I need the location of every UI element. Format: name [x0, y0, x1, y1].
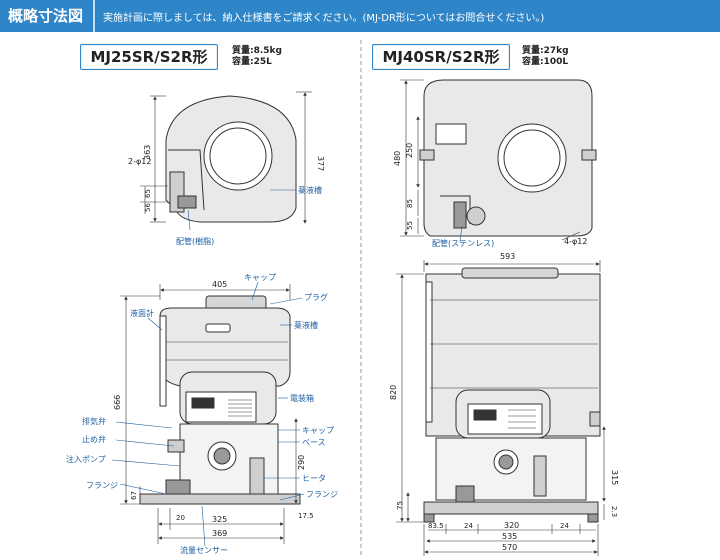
label-left-pipe: 配管(樹脂) — [176, 236, 214, 246]
dim-right-480: 480 — [393, 151, 402, 166]
dim-right-85: 85 — [406, 199, 414, 208]
dim-right-83-5: 83.5 — [428, 522, 444, 530]
dim-left-377: 377 — [316, 156, 325, 171]
dim-left-666: 666 — [113, 395, 122, 410]
header-note: 実施計画に際しましては、納入仕様書をご請求ください。(MJ-DR形についてはお問… — [103, 12, 545, 24]
dim-right-2-3: 2.3 — [610, 506, 618, 517]
label-tank-front: 薬液槽 — [294, 320, 318, 330]
dim-right-315: 315 — [610, 470, 619, 485]
label-base: ベース — [302, 438, 326, 447]
dim-left-phi: 2-φ12 — [128, 157, 151, 166]
label-electrical-box: 電装箱 — [290, 393, 314, 403]
label-stop-valve: 止め弁 — [82, 434, 106, 444]
label-cap: キャップ — [302, 426, 334, 435]
dim-right-phi: 4-φ12 — [564, 237, 587, 246]
left-front-labels: キャップ プラグ 液面計 薬液槽 電装箱 排気弁 止め弁 注入ポンプ キャップ … — [66, 273, 338, 555]
label-plug: プラグ — [304, 292, 328, 302]
dim-right-75: 75 — [396, 501, 404, 510]
dim-right-250: 250 — [405, 143, 414, 158]
dim-left-17-5: 17.5 — [298, 512, 314, 520]
dim-right-24a: 24 — [464, 522, 473, 530]
dim-right-55: 55 — [406, 221, 414, 230]
dim-left-290: 290 — [297, 455, 306, 470]
label-flow-sensor: 流量センサー — [180, 545, 228, 555]
label-cap-top: キャップ — [244, 273, 276, 282]
dim-left-67: 67 — [130, 491, 138, 500]
page-title: 概略寸法図 — [0, 0, 96, 32]
label-flange-right: フランジ — [306, 490, 338, 499]
weight-left: 質量:8.5kg — [232, 46, 282, 56]
dim-left-369: 369 — [212, 529, 227, 538]
capacity-right: 容量:100L — [522, 57, 569, 67]
dim-left-56: 56 — [144, 203, 152, 212]
dim-left-363: 363 — [143, 145, 152, 160]
spec-left: 質量:8.5kg 容量:25L — [232, 46, 282, 68]
dim-left-20: 20 — [176, 514, 185, 522]
dim-right-570: 570 — [502, 543, 517, 552]
left-side-view — [140, 91, 312, 231]
left-front-view — [111, 281, 305, 547]
label-vent-valve: 排気弁 — [82, 416, 106, 426]
label-level-gauge: 液面計 — [130, 308, 154, 318]
label-right-pipe: 配管(ステンレス) — [432, 238, 494, 248]
label-flange-left: フランジ — [86, 481, 118, 490]
label-left-tank: 薬液槽 — [298, 185, 322, 195]
header-bar: 概略寸法図 実施計画に際しましては、納入仕様書をご請求ください。(MJ-DR形に… — [0, 0, 720, 32]
dim-right-535: 535 — [502, 532, 517, 541]
dim-right-820: 820 — [389, 385, 398, 400]
right-side-view — [400, 79, 597, 243]
dim-left-325: 325 — [212, 515, 227, 524]
dim-left-405: 405 — [212, 280, 227, 289]
label-injection-pump: 注入ポンプ — [66, 454, 106, 464]
dim-right-24b: 24 — [560, 522, 569, 530]
right-front-view — [396, 260, 606, 556]
capacity-left: 容量:25L — [232, 57, 272, 67]
weight-right: 質量:27kg — [522, 46, 569, 56]
dim-right-320: 320 — [504, 521, 519, 530]
spec-right: 質量:27kg 容量:100L — [522, 46, 569, 68]
dim-right-593: 593 — [500, 252, 515, 261]
dim-left-65: 65 — [144, 189, 152, 198]
label-heater: ヒータ — [302, 474, 326, 483]
model-name-right: MJ40SR/S2R形 — [372, 44, 510, 70]
model-name-left: MJ25SR/S2R形 — [80, 44, 218, 70]
